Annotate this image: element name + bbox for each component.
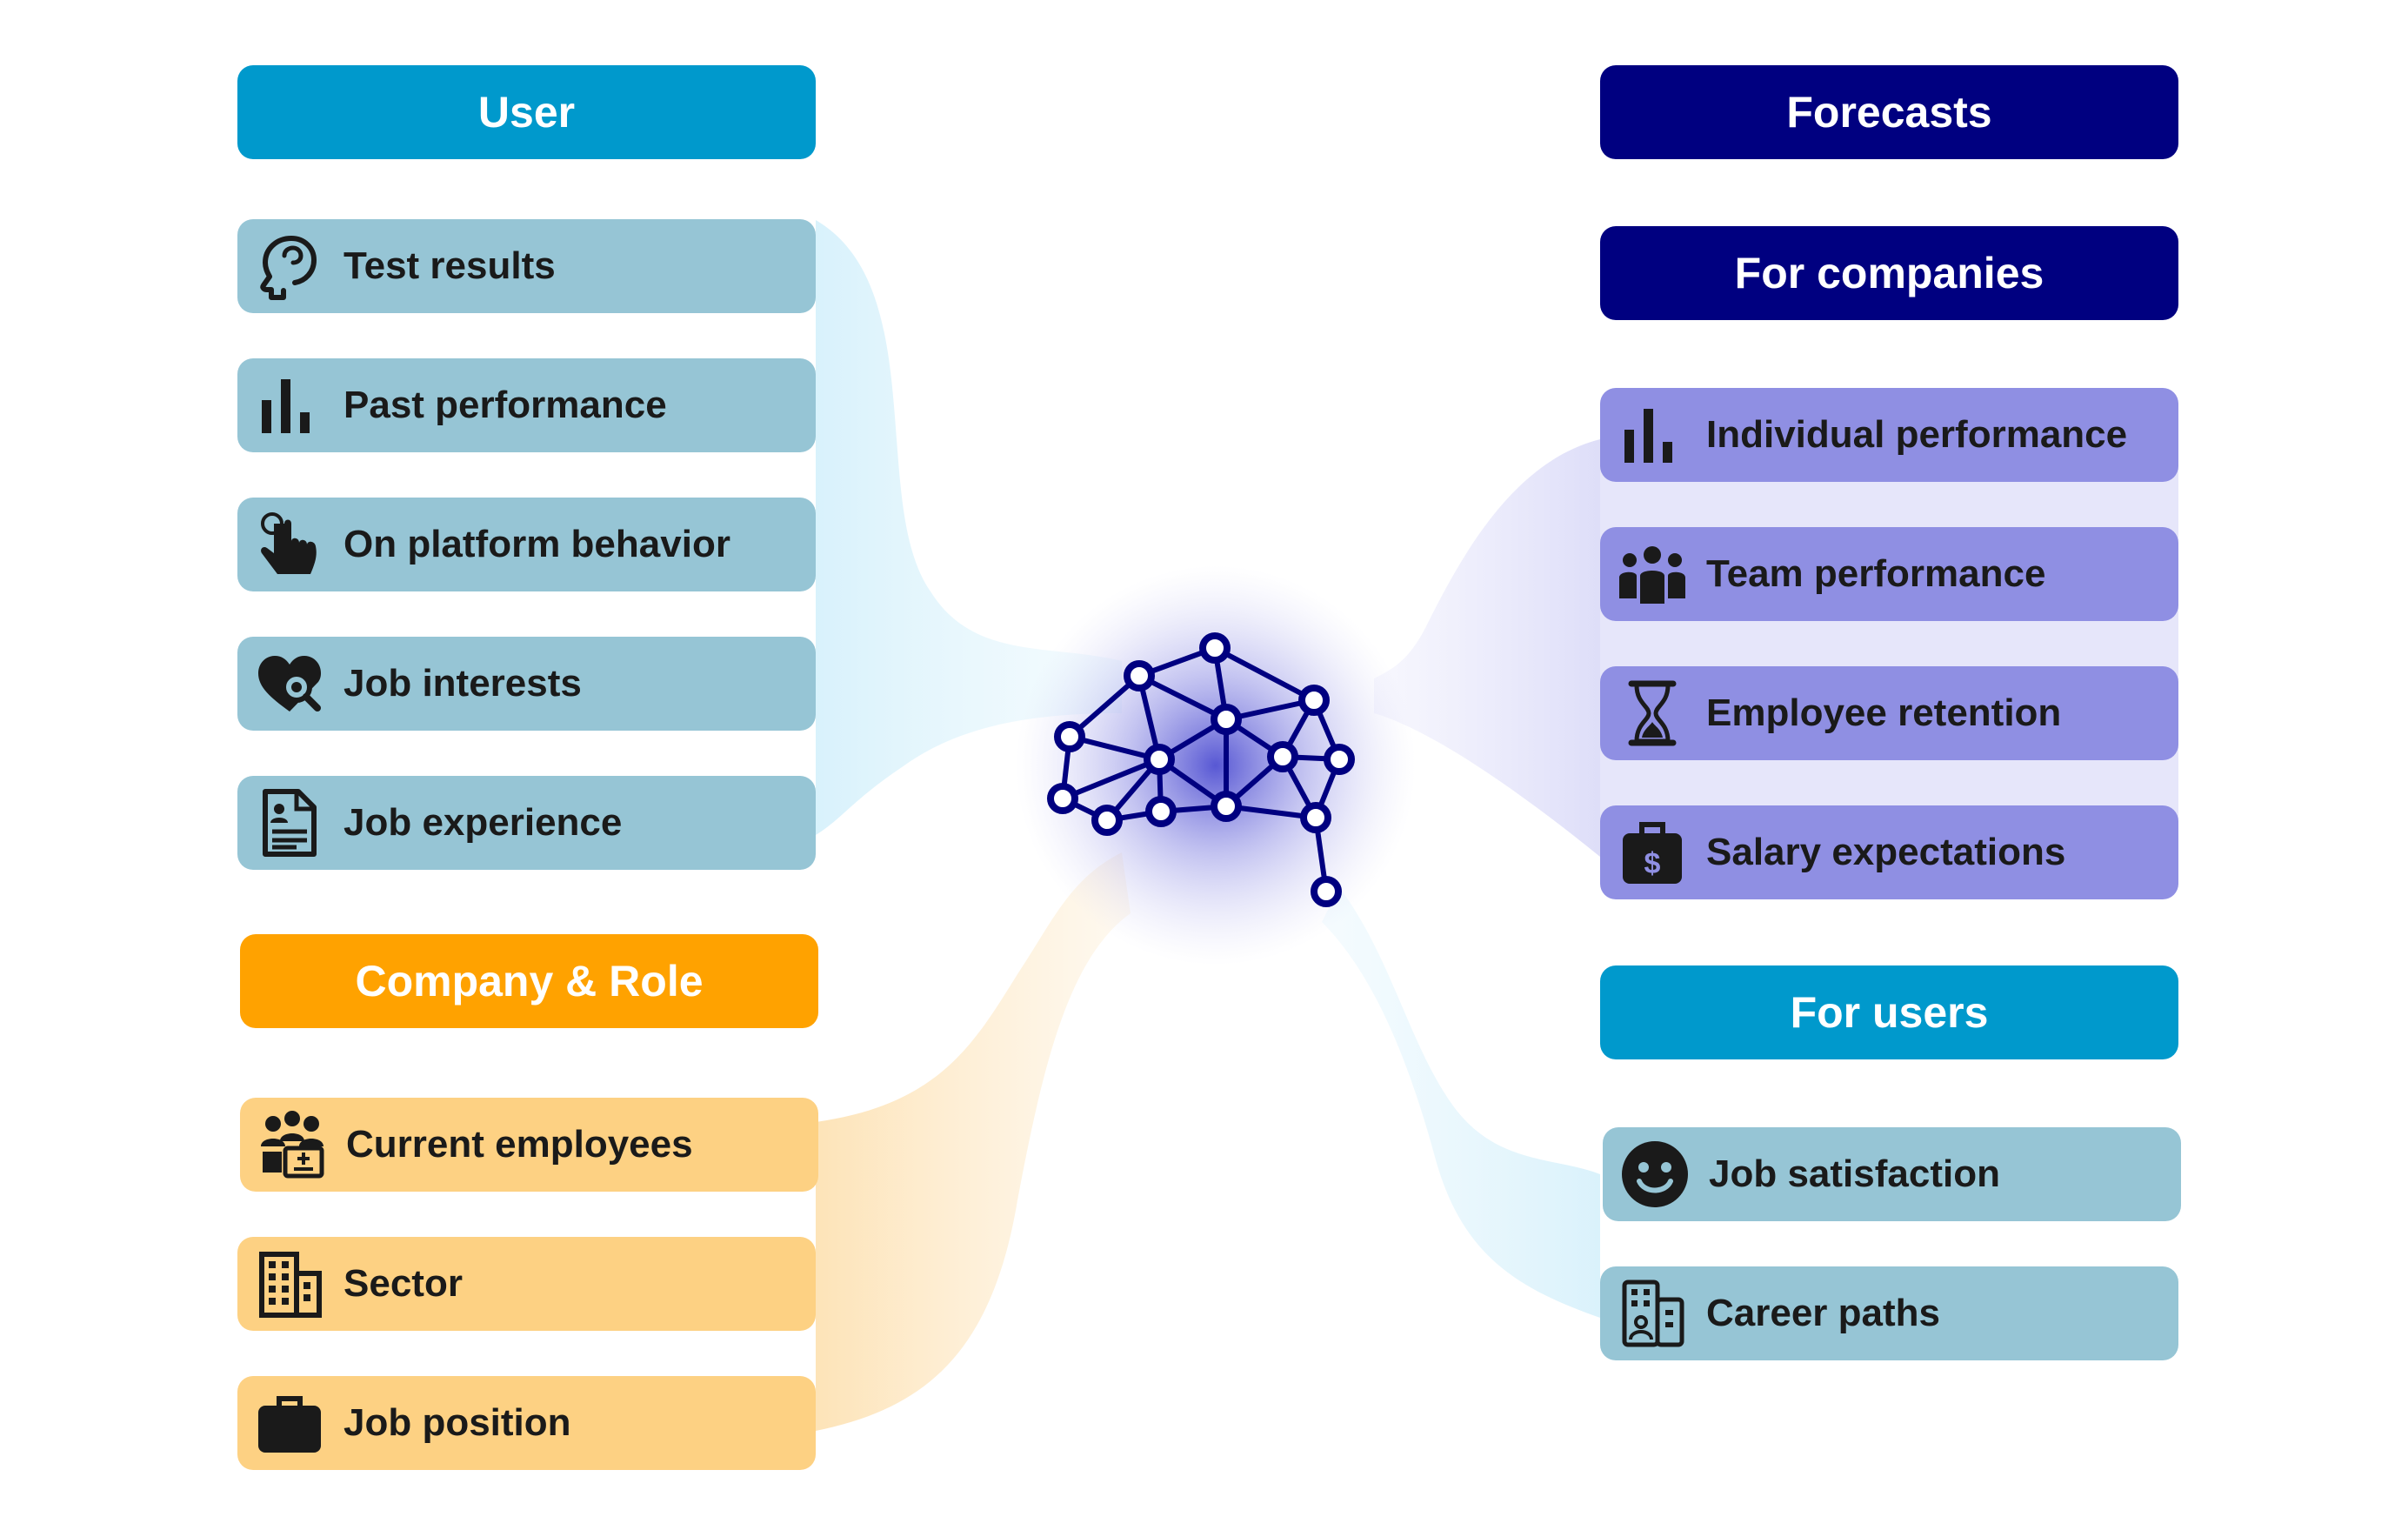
money-bag-icon: $ — [1616, 816, 1689, 889]
item-label: On platform behavior — [344, 523, 730, 565]
item-label: Job satisfaction — [1709, 1153, 2000, 1195]
input-current-employees: Current employees — [240, 1098, 818, 1192]
item-label: Salary expectations — [1706, 831, 2066, 873]
neural-brain-icon — [1047, 632, 1355, 907]
svg-text:$: $ — [1644, 847, 1661, 880]
company-role-header: Company & Role — [240, 934, 818, 1028]
bar-chart-icon — [1616, 398, 1689, 471]
output-team-performance: Team performance — [1600, 527, 2178, 621]
brain-glow — [1016, 565, 1416, 965]
career-paths-icon — [1616, 1277, 1689, 1350]
company-flow — [816, 852, 1131, 1431]
user-header: User — [237, 65, 816, 159]
output-individual-performance: Individual performance — [1600, 388, 2178, 482]
smiley-icon — [1618, 1138, 1691, 1211]
input-test-results: Test results — [237, 219, 816, 313]
pointer-hand-icon — [253, 508, 326, 581]
input-job-interests: Job interests — [237, 637, 816, 731]
item-label: Sector — [344, 1262, 463, 1305]
input-sector: Sector — [237, 1237, 816, 1331]
heart-search-icon — [253, 647, 326, 720]
input-job-position: Job position — [237, 1376, 816, 1470]
head-profile-icon — [253, 230, 326, 303]
building-icon — [253, 1247, 326, 1320]
output-career-paths: Career paths — [1600, 1266, 2178, 1360]
team-icon — [1616, 538, 1689, 611]
people-id-icon — [256, 1108, 329, 1181]
item-label: Individual performance — [1706, 413, 2128, 456]
item-label: Employee retention — [1706, 692, 2062, 734]
item-label: Past performance — [344, 384, 667, 426]
item-label: Team performance — [1706, 552, 2046, 595]
item-label: Career paths — [1706, 1292, 1941, 1334]
document-icon — [253, 786, 326, 859]
forecast-user-flow — [1322, 887, 1600, 1318]
input-on-platform-behavior: On platform behavior — [237, 498, 816, 591]
forecast-company-flow — [1374, 439, 1600, 857]
output-job-satisfaction: Job satisfaction — [1603, 1127, 2181, 1221]
item-label: Job position — [344, 1401, 571, 1444]
item-label: Job interests — [344, 662, 582, 705]
item-label: Current employees — [346, 1123, 693, 1166]
input-job-experience: Job experience — [237, 776, 816, 870]
for-users-header: For users — [1600, 965, 2178, 1059]
briefcase-icon — [253, 1386, 326, 1460]
output-salary-expectations: $ Salary expectations — [1600, 805, 2178, 899]
item-label: Test results — [344, 244, 556, 287]
forecasts-header: Forecasts — [1600, 65, 2178, 159]
for-companies-header: For companies — [1600, 226, 2178, 320]
input-past-performance: Past performance — [237, 358, 816, 452]
item-label: Job experience — [344, 801, 623, 844]
hourglass-icon — [1616, 677, 1689, 750]
forecast-company-band — [1600, 439, 2178, 857]
output-employee-retention: Employee retention — [1600, 666, 2178, 760]
bar-chart-icon — [253, 369, 326, 442]
